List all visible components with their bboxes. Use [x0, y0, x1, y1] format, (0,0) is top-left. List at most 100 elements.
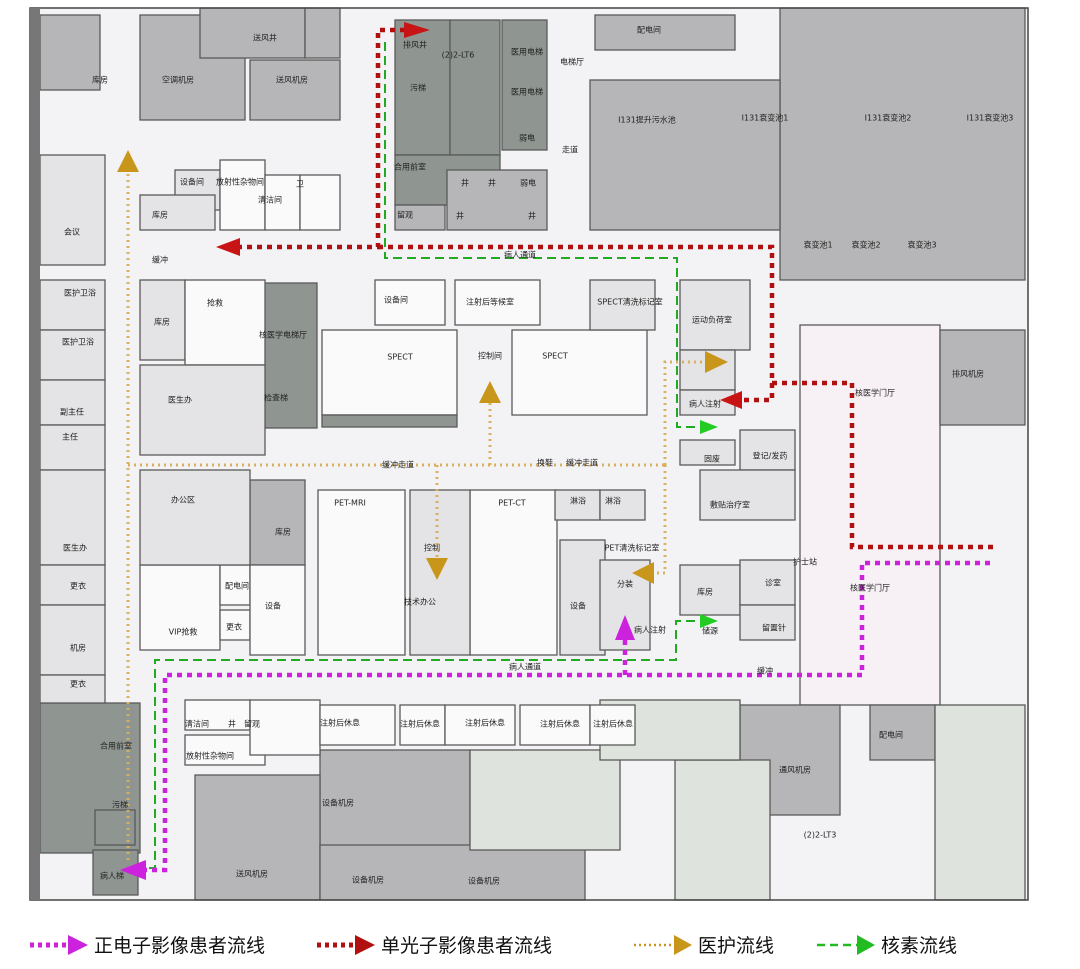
room-label: 设备: [570, 601, 586, 611]
room-label: 副主任: [60, 407, 84, 417]
room-label: 医用电梯: [511, 87, 543, 97]
room-block: [739, 604, 796, 641]
room-block: [869, 704, 936, 761]
room-block: [446, 169, 548, 231]
room-label: 控制间: [478, 351, 502, 361]
room-label: 卫: [296, 180, 304, 189]
room-label: 诊室: [765, 578, 781, 588]
room-block: [219, 159, 266, 231]
room-label: 会议: [64, 227, 80, 237]
room-label: 放射性杂物间: [216, 177, 264, 187]
room-label: 井: [456, 211, 464, 221]
room-label: 注射后休息: [593, 719, 633, 729]
room-block: [249, 59, 341, 121]
room-block: [299, 174, 341, 231]
legend: 正电子影像患者流线 单光子影像患者流线 医护流线 核素流线: [0, 925, 1080, 965]
room-label: 排风机房: [952, 369, 984, 379]
room-label: 运动负荷室: [692, 315, 732, 325]
gold-dotted-arrow-icon: [634, 934, 692, 955]
room-label: 走道: [562, 145, 578, 155]
room-label: 配电间: [879, 730, 903, 740]
room-label: 医用电梯: [511, 47, 543, 57]
legend-item-medical-staff: 医护流线: [632, 931, 774, 958]
room-label: 设备机房: [352, 875, 384, 885]
room-label: 更衣: [70, 581, 86, 591]
room-label: 更衣: [226, 622, 242, 632]
room-label: 核医学门厅: [855, 388, 895, 398]
room-label: 送风井: [253, 33, 277, 43]
room-label: SPECT清洗标记室: [597, 297, 662, 307]
room-label: 污梯: [112, 800, 128, 810]
room-block: [469, 749, 621, 851]
room-block: [39, 14, 101, 91]
room-label: 缓冲走道: [566, 458, 598, 468]
rooms-layer: [30, 7, 1028, 901]
green-dashed-arrow-icon: [817, 934, 875, 955]
room-block: [317, 489, 406, 656]
room-block: [449, 19, 501, 156]
room-block: [39, 604, 106, 676]
room-label: 护士站: [793, 557, 817, 567]
room-label: 主任: [62, 432, 78, 442]
room-block: [139, 469, 251, 566]
room-label: 换鞋: [537, 458, 553, 468]
room-label: 通风机房: [779, 765, 811, 775]
room-block: [679, 389, 736, 416]
room-label: 设备间: [384, 295, 408, 305]
room-label: 设备机房: [322, 798, 354, 808]
room-block: [594, 14, 736, 51]
room-label: (2)2-LT3: [804, 831, 837, 840]
room-block: [319, 749, 471, 851]
room-block: [559, 539, 606, 656]
floor-plan: 库房空调机房送风井送风机房排风井(2)2-LT6污梯医用电梯医用电梯弱电合用前室…: [29, 7, 1029, 901]
room-label: 设备间: [180, 177, 204, 187]
room-block: [799, 324, 941, 706]
room-block: [374, 279, 446, 326]
room-label: 衰变池1: [803, 240, 832, 250]
room-label: 排风井: [403, 40, 427, 50]
room-label: 登记/发药: [753, 451, 788, 461]
room-label: (2)2-LT6: [442, 51, 475, 60]
room-block: [249, 479, 306, 566]
room-block: [39, 154, 106, 266]
room-label: 弱电: [520, 178, 536, 188]
room-label: 清洁间: [185, 719, 209, 729]
room-block: [589, 79, 781, 231]
room-label: 设备机房: [468, 876, 500, 886]
room-block: [139, 564, 221, 651]
nuclide-path-bottom: [135, 620, 700, 869]
room-block: [739, 429, 796, 471]
room-block: [554, 489, 601, 521]
room-label: 医生办: [168, 395, 192, 405]
room-label: I131提升污水池: [618, 115, 676, 125]
legend-label: 单光子影像患者流线: [381, 935, 553, 957]
pet-arrow-icon: [615, 615, 635, 640]
nuclide-arrow-icon: [700, 614, 718, 628]
room-label: 缓冲: [757, 666, 773, 676]
room-label: 储源: [702, 626, 718, 636]
room-block: [679, 564, 741, 616]
room-block: [39, 379, 106, 426]
room-label: 留观: [397, 210, 413, 220]
room-label: 配电间: [637, 25, 661, 35]
single-photon-arrow-icon: [216, 238, 240, 256]
staff-arrow-icon: [705, 351, 728, 373]
room-label: 注射后等候室: [466, 297, 514, 307]
medical-staff-flow: [126, 168, 705, 860]
room-label: 电梯厅: [560, 57, 584, 67]
single-photon-path-top: [235, 27, 405, 250]
room-block: [454, 279, 541, 326]
room-block: [94, 809, 136, 846]
legend-label: 医护流线: [698, 935, 775, 957]
room-block: [511, 329, 648, 416]
room-label: PET-CT: [498, 499, 526, 508]
room-block: [934, 704, 1026, 901]
room-label: 弱电: [519, 133, 535, 143]
room-block: [469, 489, 558, 656]
room-label: PET清洗标记室: [605, 543, 660, 553]
room-label: 固废: [704, 454, 720, 464]
room-block: [249, 564, 306, 656]
room-label: I131衰变池1: [742, 113, 789, 123]
room-label: 合用前室: [100, 741, 132, 751]
room-label: 注射后休息: [465, 718, 505, 728]
